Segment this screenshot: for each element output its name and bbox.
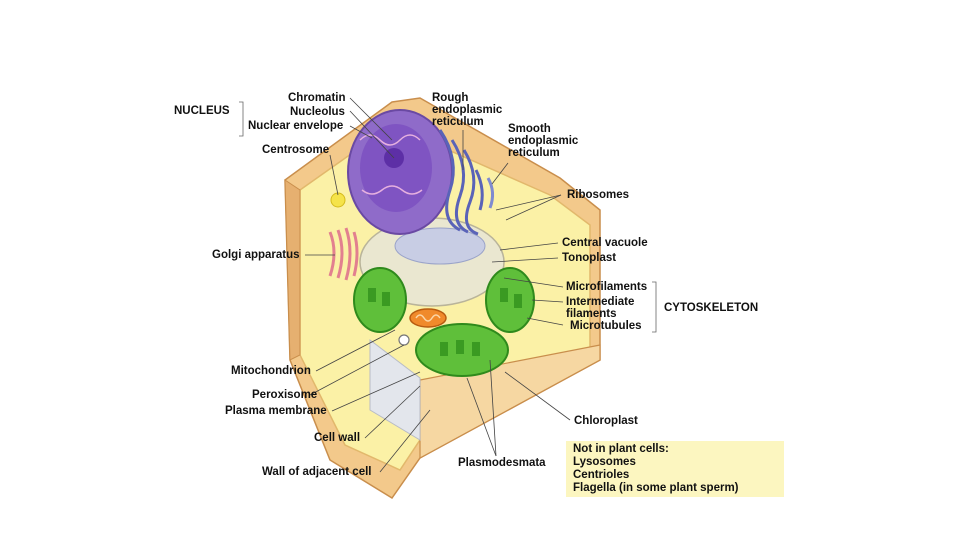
plasmodesmata-label: Plasmodesmata [458,457,546,469]
nuclear-envelope-label: Nuclear envelope [248,120,344,132]
cell-wall-label: Cell wall [314,432,361,444]
note-item-lysosomes: Lysosomes [573,456,636,468]
chloroplast-label: Chloroplast [574,415,638,427]
rough-er-label-line3: reticulum [432,116,484,128]
peroxisome-illustration [398,334,410,346]
nucleus-illustration [347,109,453,235]
microtubules-label: Microtubules [570,320,642,332]
smooth-er-label-line1: Smooth [508,123,551,135]
nucleolus-label: Nucleolus [290,106,345,118]
mitochondrion-illustration [409,308,447,328]
plasma-membrane-label: Plasma membrane [225,405,327,417]
ribosomes-label: Ribosomes [567,189,629,201]
microfilaments-label: Microfilaments [566,281,648,293]
peroxisome-label: Peroxisome [252,389,318,401]
centrosome-illustration [330,192,346,208]
chromatin-label: Chromatin [288,92,346,104]
wall-of-adjacent-cell-label: Wall of adjacent cell [262,466,372,478]
smooth-er-label-line3: reticulum [508,147,560,159]
rough-er-label-line1: Rough [432,92,469,104]
note-item-flagella: Flagella (in some plant sperm) [573,482,739,494]
intermediate-label: Intermediate [566,296,635,308]
mitochondrion-label: Mitochondrion [231,365,311,377]
chloroplast-illustrations [353,267,535,377]
tonoplast-label: Tonoplast [562,252,617,264]
leader-lines [239,97,657,473]
not-in-plant-cells-note: Not in plant cells: Lysosomes Centrioles… [566,441,784,497]
central-vacuole-label: Central vacuole [562,237,648,249]
filaments-label: filaments [566,308,617,320]
rough-er-label-line2: endoplasmic [432,104,503,116]
note-heading: Not in plant cells: [573,443,669,455]
smooth-er-label-line2: endoplasmic [508,135,579,147]
cytoskeleton-group-title: CYTOSKELETON [664,302,759,314]
golgi-illustration [328,227,359,281]
nucleus-group-title: NUCLEUS [174,105,230,117]
note-item-centrioles: Centrioles [573,469,630,481]
golgi-label: Golgi apparatus [212,249,300,261]
endoplasmic-reticulum-illustration [438,129,495,236]
centrosome-label: Centrosome [262,144,330,156]
